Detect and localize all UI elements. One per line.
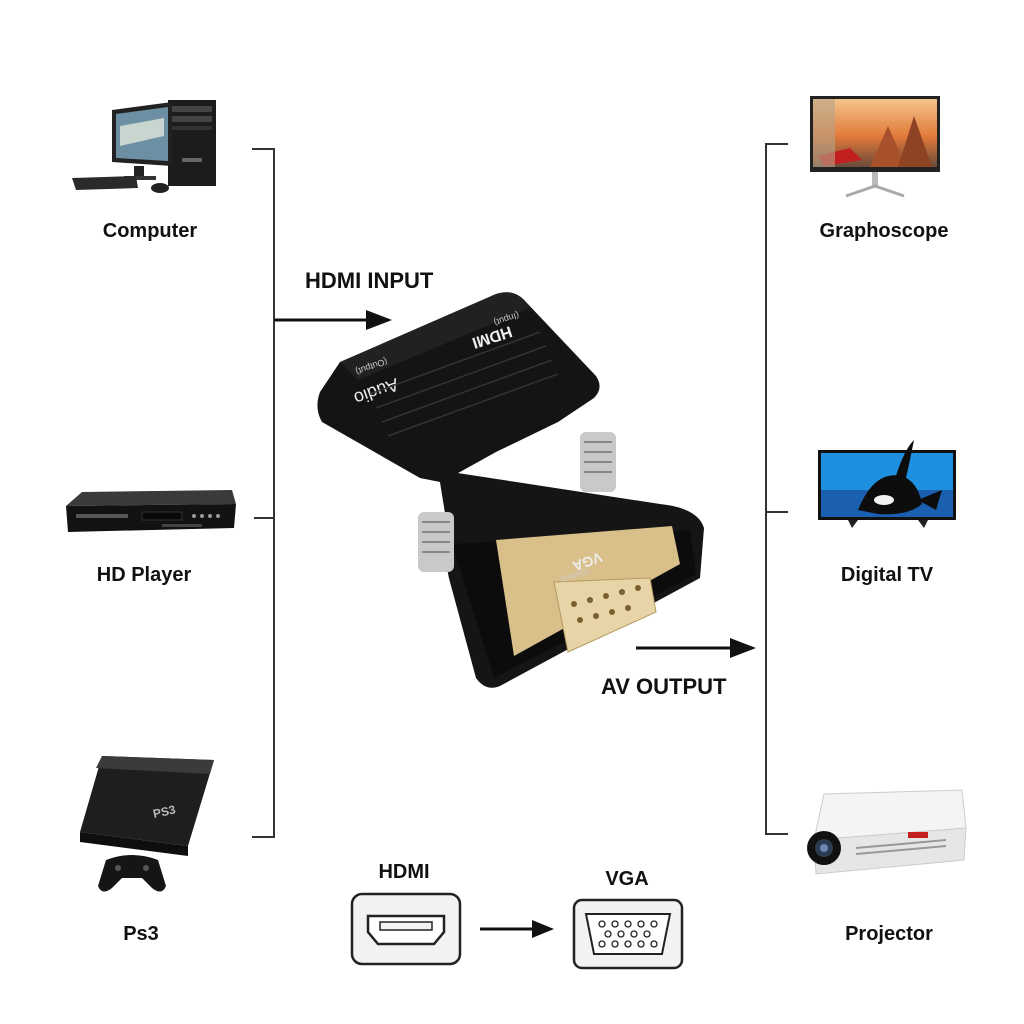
- vga-connector-label: VGA: [605, 868, 649, 890]
- graphoscope-label: Graphoscope: [819, 220, 949, 242]
- projector-label: Projector: [845, 923, 933, 945]
- av-output-label: AV OUTPUT: [601, 674, 727, 699]
- output-bracket: [765, 143, 788, 835]
- av-output-arrow: [636, 638, 756, 658]
- ps3-console-icon: PS3: [76, 754, 216, 904]
- input-bracket: [252, 148, 275, 838]
- dvd-player-icon: [62, 488, 238, 538]
- vga-port-icon: [572, 898, 684, 970]
- hdmi-port-icon: [350, 892, 462, 966]
- screw-left: [418, 512, 454, 572]
- digital-tv-label: Digital TV: [840, 564, 934, 586]
- monitor-icon: [810, 96, 942, 200]
- hd-player-label: HD Player: [96, 564, 192, 586]
- tv-icon: [818, 430, 958, 530]
- projector-icon: [796, 788, 972, 884]
- ps3-label: Ps3: [123, 923, 159, 945]
- ps3-logo: PS3: [152, 802, 177, 820]
- hdmi-input-arrow: [274, 310, 392, 330]
- computer-icon: [68, 96, 228, 196]
- hdmi-to-vga-arrow: [480, 920, 554, 938]
- computer-label: Computer: [102, 220, 198, 242]
- hdmi-connector-label: HDMI: [378, 861, 430, 883]
- adapter-image: HDMI (Input) Audio (Output) VGA (Output): [300, 282, 720, 692]
- hdmi-input-label: HDMI INPUT: [305, 268, 434, 293]
- screw-right: [580, 432, 616, 492]
